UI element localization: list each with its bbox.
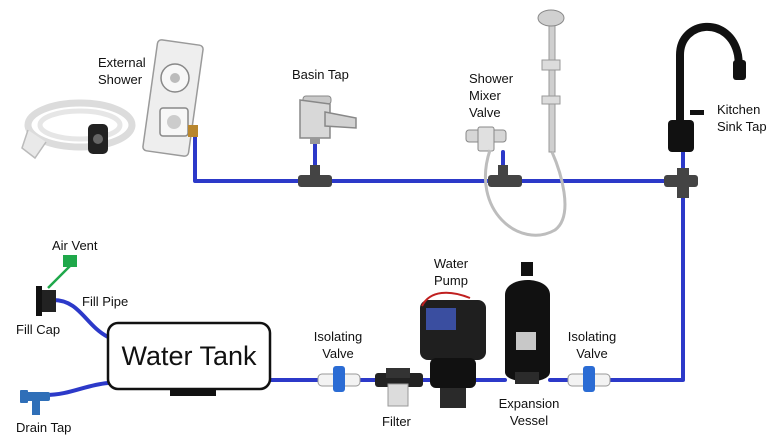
drain-pipe [43,381,110,397]
water-pump-icon [420,291,486,408]
air-vent-label: Air Vent [52,238,98,253]
air-vent [47,255,77,289]
shower-mixer-valve-label: Shower Mixer Valve [469,71,514,120]
isolating-valve-left-label: Isolating Valve [313,329,363,361]
water-tank [106,321,272,396]
shower-mixer-valve-icon [465,9,567,237]
basin-tap-icon [299,95,357,144]
pipe-right-vertical [608,179,685,382]
drain-tap-icon [20,390,50,415]
kitchen-sink-tap-label: Kitchen Sink Tap [717,102,767,134]
fill-pipe [51,298,110,339]
isolating-valve-left-icon [317,366,361,392]
expansion-vessel-label: Expansion Vessel [498,396,560,428]
tee-fittings [298,165,698,198]
fill-pipe-label: Fill Pipe [82,294,129,309]
isolating-valve-right-label: Isolating Valve [567,329,617,361]
water-pump-label: Water Pump [433,256,469,288]
external-shower-icon [21,39,204,160]
water-tank-label: Water Tank [121,340,257,371]
expansion-vessel-icon [505,262,550,384]
pipe-top-main [193,133,685,183]
fill-cap-icon [36,286,56,316]
drain-tap-label: Drain Tap [16,420,72,435]
external-shower-label: External Shower [98,55,146,87]
filter-icon [375,368,423,407]
fill-cap-label: Fill Cap [16,322,61,337]
filter-label: Filter [382,414,411,429]
kitchen-sink-tap-icon [668,22,746,152]
isolating-valve-right-icon [567,366,611,392]
basin-tap-label: Basin Tap [292,67,349,82]
